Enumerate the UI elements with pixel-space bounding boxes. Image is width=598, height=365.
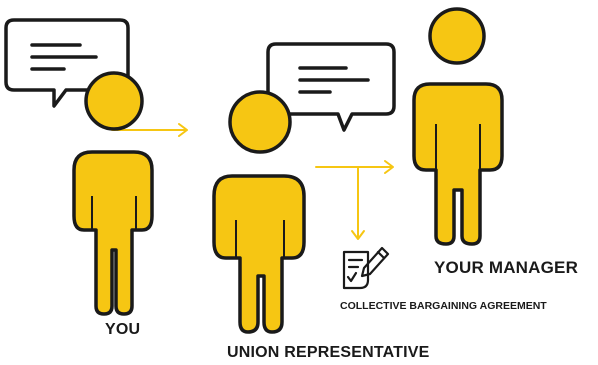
arrow-you-to-rep xyxy=(111,123,188,137)
label-union-representative: UNION REPRESENTATIVE xyxy=(227,344,430,361)
person-union-representative xyxy=(212,90,306,334)
document-pen-icon xyxy=(342,246,390,290)
person-your-manager xyxy=(412,7,504,246)
label-you: YOU xyxy=(105,321,141,338)
flow-arrows xyxy=(111,123,394,240)
label-collective-bargaining-agreement: COLLECTIVE BARGAINING AGREEMENT xyxy=(340,300,547,312)
arrow-to-agreement xyxy=(351,166,365,240)
label-your-manager: YOUR MANAGER xyxy=(434,258,579,277)
arrow-rep-to-manager xyxy=(315,160,394,174)
speech-bubble-rep-icon xyxy=(266,42,396,132)
person-you xyxy=(72,71,154,316)
